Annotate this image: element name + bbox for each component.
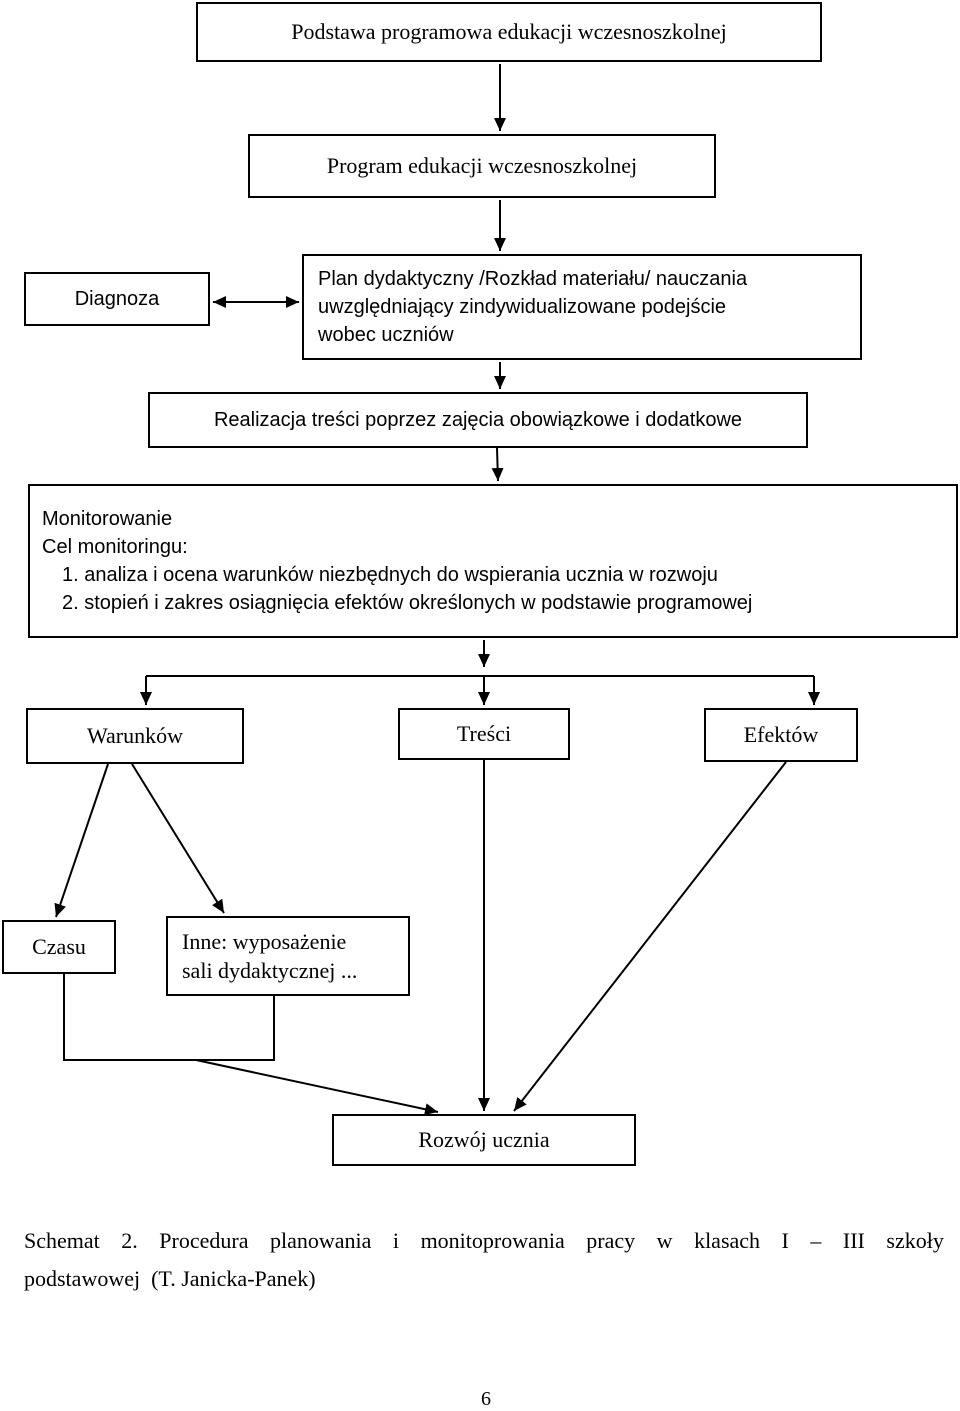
- warunkow-label: Warunków: [87, 723, 183, 748]
- caption-word: III: [842, 1228, 865, 1253]
- arrow-efektow-to-rozwoj: [513, 761, 787, 1112]
- caption-word: i: [392, 1228, 400, 1253]
- tresci-label: Treści: [456, 721, 512, 746]
- caption-word: Schemat: [24, 1228, 100, 1253]
- caption-line-2: podstawowej (T. Janicka-Panek): [24, 1266, 316, 1291]
- figure-caption: Schemat 2. Procedura planowania i monito…: [24, 1222, 944, 1298]
- podstawa-label: Podstawa programowa edukacji wczesnoszko…: [291, 19, 727, 44]
- box-podstawa-programowa: Podstawa programowa edukacji wczesnoszko…: [196, 2, 822, 62]
- box-tresci: Treści: [398, 708, 570, 760]
- box-czasu: Czasu: [2, 920, 116, 974]
- caption-word: I: [781, 1228, 789, 1253]
- caption-word: klasach: [694, 1228, 761, 1253]
- monitorowanie-subtitle: Cel monitoringu:: [42, 536, 188, 558]
- realizacja-label: Realizacja treści poprzez zajęcia obowią…: [213, 409, 743, 431]
- caption-word: w: [656, 1228, 673, 1253]
- caption-word: pracy: [586, 1228, 636, 1253]
- line-inne-down: [196, 996, 275, 1061]
- diagnoza-label: Diagnoza: [74, 288, 160, 310]
- line-czasu-down: [63, 974, 196, 1061]
- box-warunkow: Warunków: [26, 708, 244, 764]
- efektow-label: Efektów: [743, 722, 819, 747]
- inne-line-1: Inne: wyposażenie: [182, 929, 347, 954]
- box-program-edukacji: Program edukacji wczesnoszkolnej: [248, 134, 716, 198]
- box-plan-dydaktyczny: Plan dydaktyczny /Rozkład materiału/ nau…: [302, 254, 862, 360]
- box-monitorowanie: Monitorowanie Cel monitoringu: 1. analiz…: [28, 484, 958, 638]
- caption-word: szkoły: [886, 1228, 944, 1253]
- caption-word: monitoprowania: [420, 1228, 565, 1253]
- czasu-label: Czasu: [32, 934, 86, 959]
- caption-word: 2.: [121, 1228, 138, 1253]
- program-label: Program edukacji wczesnoszkolnej: [326, 153, 638, 178]
- plan-line-2: uwzględniający zindywidualizowane podejś…: [318, 296, 727, 318]
- caption-word: Procedura: [159, 1228, 249, 1253]
- arrow-realizacja-to-monitorowanie: [491, 447, 504, 482]
- plan-line-3: wobec uczniów: [318, 324, 454, 346]
- caption-line-1: Schemat 2. Procedura planowania i monito…: [24, 1222, 944, 1260]
- caption-word: planowania: [270, 1228, 372, 1253]
- monitorowanie-title: Monitorowanie: [42, 508, 173, 530]
- box-rozwoj-ucznia: Rozwój ucznia: [332, 1114, 636, 1166]
- box-efektow: Efektów: [704, 708, 858, 762]
- arrow-czasu-inne-to-rozwoj: [195, 1059, 439, 1116]
- box-inne-wyposazenie: Inne: wyposażenie sali dydaktycznej ...: [166, 916, 410, 996]
- rozwoj-label: Rozwój ucznia: [418, 1127, 550, 1152]
- box-realizacja-tresci: Realizacja treści poprzez zajęcia obowią…: [148, 392, 808, 448]
- caption-word: –: [810, 1228, 822, 1253]
- box-diagnoza: Diagnoza: [24, 272, 210, 326]
- arrow-warunkow-to-inne: [131, 763, 225, 914]
- arrow-warunkow-to-czasu: [54, 763, 109, 918]
- plan-line-1: Plan dydaktyczny /Rozkład materiału/ nau…: [318, 268, 748, 290]
- inne-line-2: sali dydaktycznej ...: [182, 958, 358, 983]
- monitorowanie-item-2: 2. stopień i zakres osiągnięcia efektów …: [62, 592, 753, 614]
- page-number: 6: [481, 1388, 491, 1410]
- monitorowanie-item-1: 1. analiza i ocena warunków niezbędnych …: [62, 564, 718, 586]
